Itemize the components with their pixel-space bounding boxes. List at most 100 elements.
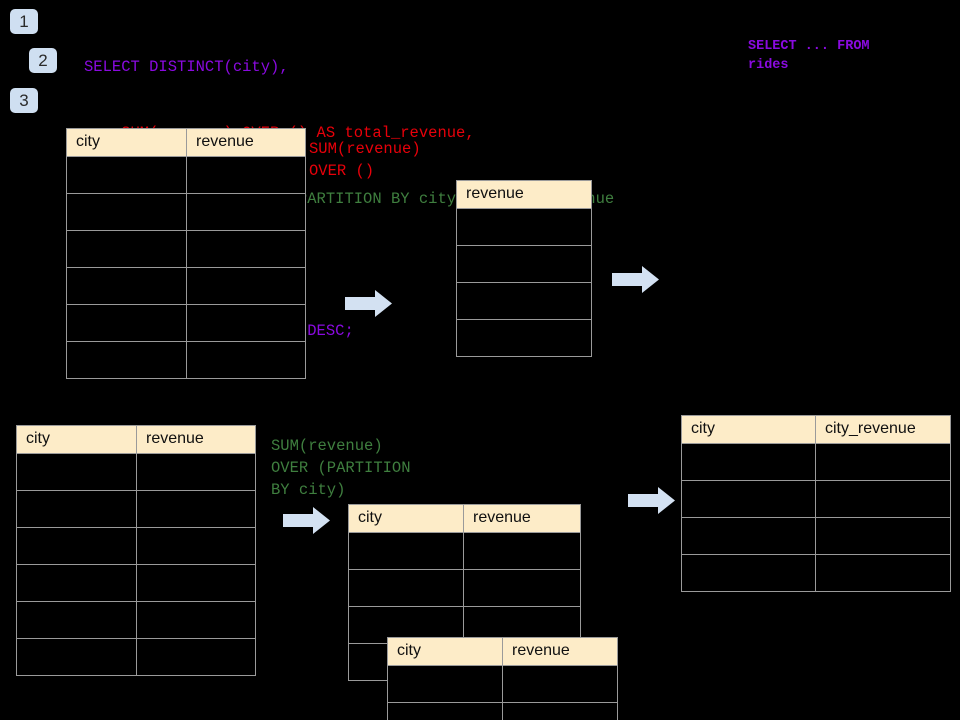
table-row [456, 208, 592, 246]
cell-revenue [136, 564, 256, 602]
cell-revenue [186, 156, 306, 194]
cell-revenue [456, 282, 592, 320]
cell-city [387, 702, 503, 720]
cell-city [66, 156, 187, 194]
table-source-bottom: city revenue [16, 425, 256, 676]
table-row [16, 638, 256, 676]
step-badge-3: 3 [10, 88, 38, 113]
cell-city [681, 554, 816, 592]
column-header-city: city [66, 128, 187, 157]
column-header-city: city [681, 415, 816, 444]
arrow-source-to-partition [283, 505, 331, 537]
column-header-city-revenue: city_revenue [815, 415, 951, 444]
table-row [16, 527, 256, 565]
step-badge-3-label: 3 [19, 91, 29, 110]
cell-city [16, 490, 137, 528]
cell-city [66, 267, 187, 305]
column-header-city: city [387, 637, 503, 666]
cell-city [66, 304, 187, 342]
cell-city [66, 193, 187, 231]
cell-city [681, 517, 816, 555]
cell-revenue [186, 267, 306, 305]
table-row [16, 601, 256, 639]
table-header-row: city revenue [16, 425, 256, 454]
table-row [681, 554, 951, 592]
table-row [16, 453, 256, 491]
annotation-sum-over-partition: SUM(revenue) OVER (PARTITION BY city) [271, 437, 411, 499]
sql-line-1: SELECT DISTINCT(city), [84, 58, 289, 76]
table-row [681, 517, 951, 555]
column-header-revenue: revenue [463, 504, 581, 533]
column-header-city: city [348, 504, 464, 533]
cell-city [348, 532, 464, 570]
step-badge-2-label: 2 [38, 51, 48, 70]
cell-revenue [136, 527, 256, 565]
cell-city [387, 665, 503, 703]
cell-revenue [136, 601, 256, 639]
table-row [66, 267, 306, 305]
cell-city-revenue [815, 443, 951, 481]
cell-city-revenue [815, 554, 951, 592]
cell-revenue [186, 341, 306, 379]
table-result: city city_revenue [681, 415, 951, 592]
table-source-top: city revenue [66, 128, 306, 379]
table-header-row: city revenue [387, 637, 618, 666]
cell-revenue [456, 208, 592, 246]
cell-city [16, 527, 137, 565]
cell-city [16, 564, 137, 602]
cell-revenue [186, 230, 306, 268]
cell-revenue [502, 665, 618, 703]
table-row [387, 665, 618, 703]
table-row [66, 304, 306, 342]
cell-city-revenue [815, 480, 951, 518]
cell-revenue [186, 304, 306, 342]
cell-city-revenue [815, 517, 951, 555]
cell-city [66, 341, 187, 379]
table-row [66, 341, 306, 379]
cell-revenue [463, 569, 581, 607]
table-row [456, 319, 592, 357]
cell-revenue [456, 245, 592, 283]
step-badge-2: 2 [29, 48, 57, 73]
column-header-revenue: revenue [136, 425, 256, 454]
table-row [66, 230, 306, 268]
annotation-select-from: SELECT ... FROM rides [748, 39, 870, 73]
step-badge-1-label: 1 [19, 12, 29, 31]
cell-city [681, 480, 816, 518]
cell-city [348, 569, 464, 607]
table-row [348, 569, 581, 607]
table-header-row: revenue [456, 180, 592, 209]
cell-revenue [136, 453, 256, 491]
arrow-source-to-total [345, 288, 393, 320]
cell-city [16, 601, 137, 639]
cell-city [681, 443, 816, 481]
cell-revenue [186, 193, 306, 231]
column-header-city: city [16, 425, 137, 454]
table-row [66, 193, 306, 231]
cell-city [66, 230, 187, 268]
table-row [348, 532, 581, 570]
table-row [681, 480, 951, 518]
step-badge-1: 1 [10, 9, 38, 34]
arrow-total-to-result [612, 264, 660, 296]
table-row [456, 282, 592, 320]
arrow-partition-to-result [628, 485, 676, 517]
table-row [387, 702, 618, 720]
table-total-revenue: revenue [456, 180, 592, 357]
table-row [681, 443, 951, 481]
table-partition-back: city revenue [348, 504, 581, 681]
column-header-revenue: revenue [186, 128, 306, 157]
cell-city [16, 453, 137, 491]
cell-revenue [136, 490, 256, 528]
cell-revenue [502, 702, 618, 720]
annotation-sum-over-empty: SUM(revenue) OVER () [309, 140, 421, 180]
cell-revenue [463, 532, 581, 570]
column-header-revenue: revenue [456, 180, 592, 209]
table-row [66, 156, 306, 194]
cell-revenue [136, 638, 256, 676]
cell-revenue [456, 319, 592, 357]
table-header-row: city revenue [66, 128, 306, 157]
table-header-row: city city_revenue [681, 415, 951, 444]
table-partition-front: city revenue [387, 637, 618, 720]
